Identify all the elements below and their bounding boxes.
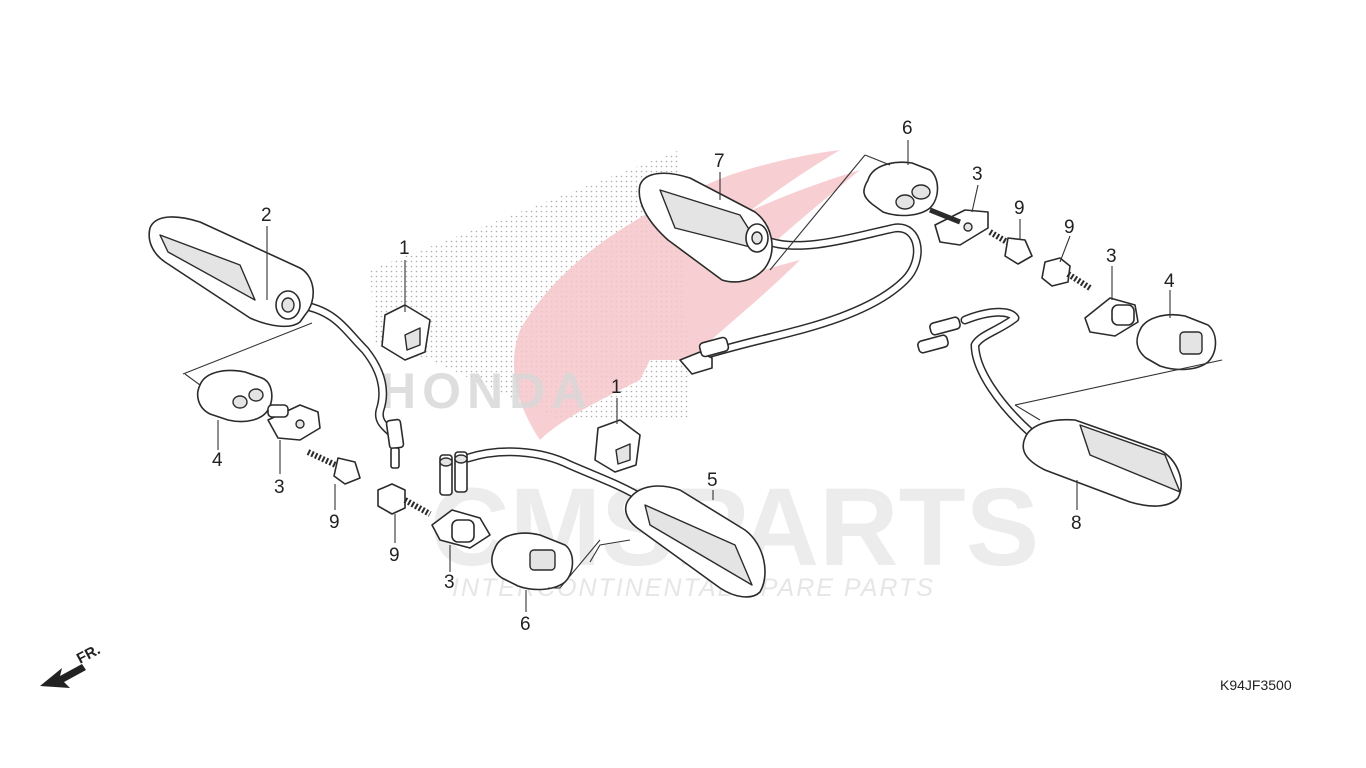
leader-lines	[182, 140, 1223, 612]
turn-signal-part-5	[439, 447, 766, 598]
callout-9: 9	[1064, 217, 1075, 238]
callout-3: 3	[1106, 246, 1117, 267]
rubber-grommet-part-6-upper	[863, 161, 939, 217]
callout-7: 7	[714, 151, 725, 172]
callout-8: 8	[1071, 513, 1082, 534]
bracket-part-3-left	[267, 404, 321, 441]
rubber-grommet-part-4-right	[1136, 314, 1217, 371]
bolt-part-9-left	[306, 449, 361, 485]
callout-6: 6	[520, 614, 531, 635]
callout-9: 9	[389, 545, 400, 566]
connector-cover-part-1-lower	[594, 419, 641, 473]
rubber-grommet-part-4-left	[196, 369, 273, 423]
callout-4: 4	[1164, 271, 1175, 292]
front-direction-arrow: FR.	[40, 641, 103, 688]
bracket-part-3-upper-right	[929, 207, 989, 246]
callout-2: 2	[261, 205, 272, 226]
front-marker-label: FR.	[74, 641, 103, 667]
callout-9: 9	[1014, 198, 1025, 219]
arrow-left-icon	[40, 664, 86, 688]
turn-signal-part-2	[148, 216, 405, 469]
callout-3: 3	[444, 572, 455, 593]
turn-signal-part-8	[917, 307, 1182, 507]
diagram-code: K94JF3500	[1220, 677, 1292, 693]
turn-signal-part-7	[638, 172, 922, 375]
callout-1: 1	[611, 377, 622, 398]
callout-6: 6	[902, 118, 913, 139]
callout-4: 4	[212, 450, 223, 471]
callout-1: 1	[399, 238, 410, 259]
bracket-part-3-right	[1084, 297, 1139, 337]
callout-5: 5	[707, 470, 718, 491]
callout-3: 3	[274, 477, 285, 498]
callout-3: 3	[972, 164, 983, 185]
bolt-part-9-lower	[377, 483, 432, 517]
watermark-emblem-text: HONDA	[380, 363, 593, 419]
bracket-part-3-lower	[431, 509, 491, 549]
callouts: 1 1 2 3 3 3 3 4 4 5 6 6 7 8 9 9 9 9	[212, 118, 1175, 635]
callout-9: 9	[329, 512, 340, 533]
bolt-part-9-right-b	[1041, 257, 1092, 291]
bolt-part-9-right-a	[988, 229, 1033, 265]
